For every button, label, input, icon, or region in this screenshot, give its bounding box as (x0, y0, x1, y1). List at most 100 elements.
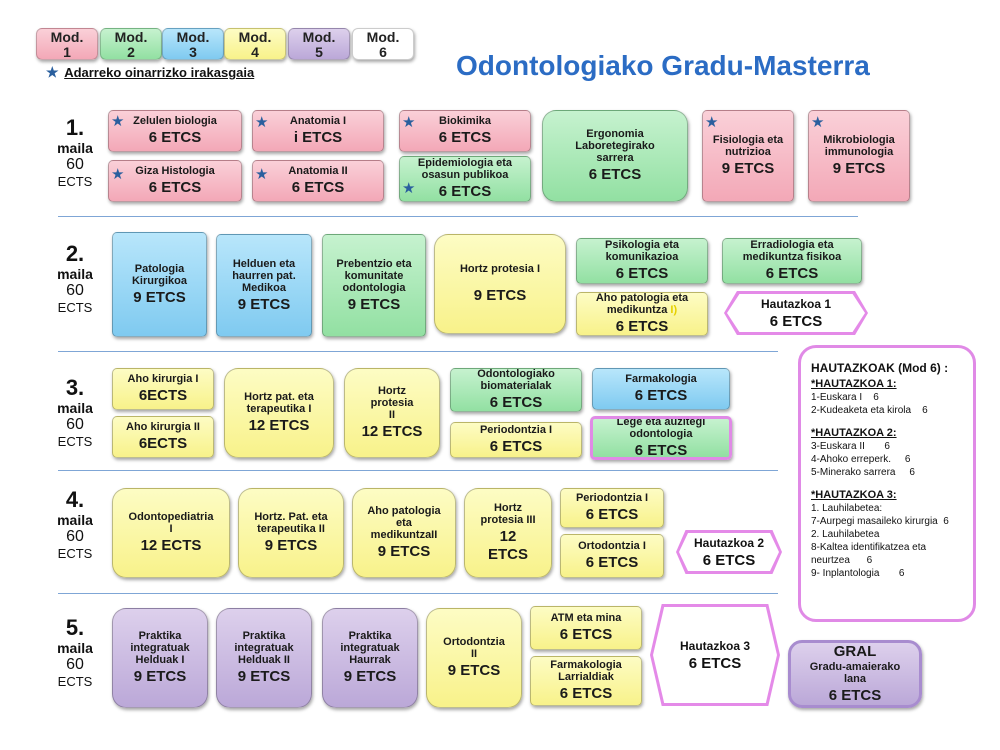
divider (58, 593, 778, 594)
course-name: Hortz pat. eta terapeutika I (244, 391, 314, 415)
course-ects: 9 ETCS (721, 160, 775, 177)
course-aho-kirurgia-1[interactable]: Aho kirurgia I 6ECTS (112, 368, 214, 410)
course-ects: 6ECTS (138, 387, 188, 404)
course-name: Aho patologia eta medikuntza I) (596, 293, 688, 316)
course-ects: 9 ETCS (237, 295, 291, 313)
course-aho-patologia-1[interactable]: Aho patologia eta medikuntza I)6 ETCS (576, 292, 708, 336)
course-name: Epidemiologia eta osasun publikoa (417, 157, 513, 181)
elective-item: 4-Ahoko erreperk. 6 (811, 454, 911, 465)
course-ects: 9 ETCS (447, 662, 501, 679)
star-icon: ★ (705, 114, 719, 131)
legend-row: ★ Adarreko oinarrizko irakasgaia (46, 64, 254, 81)
course-ects: 6 ETCS (765, 265, 819, 282)
course-name: Aho patologia eta medikuntzaII (367, 505, 441, 541)
course-ects: 6 ETCS (615, 265, 669, 282)
course-ects: 6 ETCS (148, 129, 202, 146)
divider (58, 470, 778, 471)
year-unit: ECTS (57, 434, 93, 449)
course-name: Farmakologia Larrialdiak (550, 659, 622, 683)
course-ects: 6 ETCS (489, 394, 543, 411)
year-ects: 60 (66, 416, 84, 433)
course-aho-patologia-2[interactable]: Aho patologia eta medikuntzaII 9 ETCS (352, 488, 456, 578)
course-ects: 9 ETCS (377, 543, 431, 560)
star-icon: ★ (402, 114, 416, 131)
module-6-badge: Mod. 6 (352, 28, 414, 60)
star-icon: ★ (111, 166, 125, 183)
year-maila: maila (57, 512, 93, 528)
course-name: Ortodontzia I (578, 540, 646, 552)
course-ects: 9 ETCS (133, 288, 186, 306)
course-name: Hortz protesia II (370, 385, 414, 421)
course-praktika-helduak-1[interactable]: Praktika integratuak Helduak I 9 ETCS (112, 608, 208, 708)
course-ects: 6 ETCS (634, 442, 688, 459)
course-name: Hautazkoa 1 (760, 296, 832, 311)
elective-group-title: *HAUTAZKOA 1: (811, 378, 897, 390)
elective-group-title: *HAUTAZKOA 3: (811, 489, 897, 501)
course-ortodontzia-2[interactable]: Ortodontzia II 9 ETCS (426, 608, 522, 708)
course-name: Praktika integratuak Helduak II (234, 630, 294, 666)
module-5-badge: Mod. 5 (288, 28, 350, 60)
module-2-badge: Mod. 2 (100, 28, 162, 60)
hex-inner (653, 607, 777, 703)
course-praktika-helduak-2[interactable]: Praktika integratuak Helduak II 9 ETCS (216, 608, 312, 708)
course-note: I) (670, 304, 678, 316)
course-name: Praktika integratuak Helduak I (130, 630, 190, 666)
course-ects: 9 ETCS (133, 668, 187, 685)
spacer (811, 479, 965, 489)
course-name: Lege eta auzitegi odontologia (616, 416, 706, 440)
hex-inner (679, 533, 779, 571)
course-name: Ortodontzia II (443, 636, 505, 660)
course-ects: 6 ETCS (769, 312, 823, 330)
course-name: Helduen eta haurren pat. Medikoa (232, 257, 296, 294)
course-ects: 9 ETCS (237, 668, 291, 685)
course-ects: 6 ETCS (148, 179, 202, 196)
module-label: Mod. 5 (302, 29, 336, 60)
course-name: Anatomia I (289, 115, 347, 127)
course-ects: 6 ETCS (588, 166, 642, 183)
course-ects: 6ECTS (138, 435, 188, 452)
course-name: Aho kirurgia I (127, 373, 199, 385)
course-name: Mikrobiologia immunologia (823, 134, 895, 158)
course-lege-auzitegi[interactable]: Lege eta auzitegi odontologia 6 ETCS (590, 416, 732, 460)
elective-item: 2. Lauhilabetea (811, 529, 880, 540)
course-name: Odontopediatria I (128, 511, 214, 535)
year-maila: maila (57, 140, 93, 156)
star-icon: ★ (255, 114, 269, 131)
